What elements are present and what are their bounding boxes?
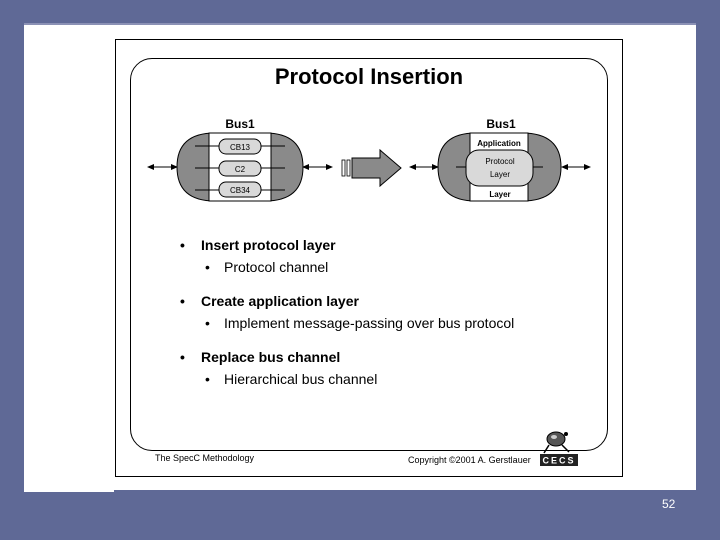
bullet-sub-1: •Protocol channel — [205, 259, 329, 275]
footer-methodology: The SpecC Methodology — [155, 453, 255, 463]
bottom-divider — [24, 490, 114, 492]
cecs-logo-icon: CECS — [540, 431, 578, 466]
bullet-list: •Insert protocol layer •Protocol channel… — [178, 234, 598, 402]
bullet-sub-2: •Implement message-passing over bus prot… — [205, 315, 515, 331]
right-bus-label: Bus1 — [486, 117, 516, 131]
right-bus-left-arrow — [409, 164, 439, 170]
left-bus-right-arrow — [302, 164, 333, 170]
left-channel-label-1: CB13 — [230, 143, 251, 152]
left-bus-left-arrow — [147, 164, 178, 170]
slide-image-frame — [115, 39, 623, 477]
bullet-main-2-text: Create application layer — [201, 293, 359, 309]
left-channel-label-3: CB34 — [230, 186, 251, 195]
right-arrow-icon — [341, 148, 402, 188]
bullet-sub-1-text: Protocol channel — [224, 259, 329, 275]
left-bus-channel-2 — [195, 160, 285, 177]
application-layer-label-bottom: Layer — [489, 190, 510, 199]
protocol-layer-label-line1: Protocol — [485, 157, 515, 166]
slide-title: Protocol Insertion — [274, 64, 464, 89]
application-layer-label-top: Application — [477, 139, 521, 148]
bullet-main-3: •Replace bus channel — [180, 349, 341, 365]
logo-text: CECS — [542, 456, 575, 466]
bullet-main-3-text: Replace bus channel — [201, 349, 341, 365]
footer-copyright: Copyright ©2001 A. Gerstlauer — [408, 455, 531, 465]
bullet-main-1-text: Insert protocol layer — [201, 237, 336, 253]
left-bus-channel-3 — [195, 181, 285, 198]
content-border — [130, 58, 608, 451]
bullet-sub-2-text: Implement message-passing over bus proto… — [224, 315, 515, 331]
bullet-sub-3: •Hierarchical bus channel — [205, 371, 378, 387]
protocol-layer-label-line2: Layer — [490, 170, 510, 179]
bullet-main-2: •Create application layer — [180, 293, 359, 309]
left-channel-label-2: C2 — [235, 165, 246, 174]
right-bus: Bus1 Application Protocol Layer Layer — [409, 117, 591, 202]
left-bus-label: Bus1 — [225, 117, 255, 131]
bullet-sub-3-text: Hierarchical bus channel — [224, 371, 378, 387]
left-bus-channel-1 — [195, 138, 285, 155]
bullet-main-1: •Insert protocol layer — [180, 237, 336, 253]
top-divider — [24, 23, 696, 25]
page-number: 52 — [662, 497, 676, 511]
left-bus: Bus1 CB13 C2 CB34 — [147, 117, 333, 202]
right-bus-right-arrow — [561, 164, 591, 170]
